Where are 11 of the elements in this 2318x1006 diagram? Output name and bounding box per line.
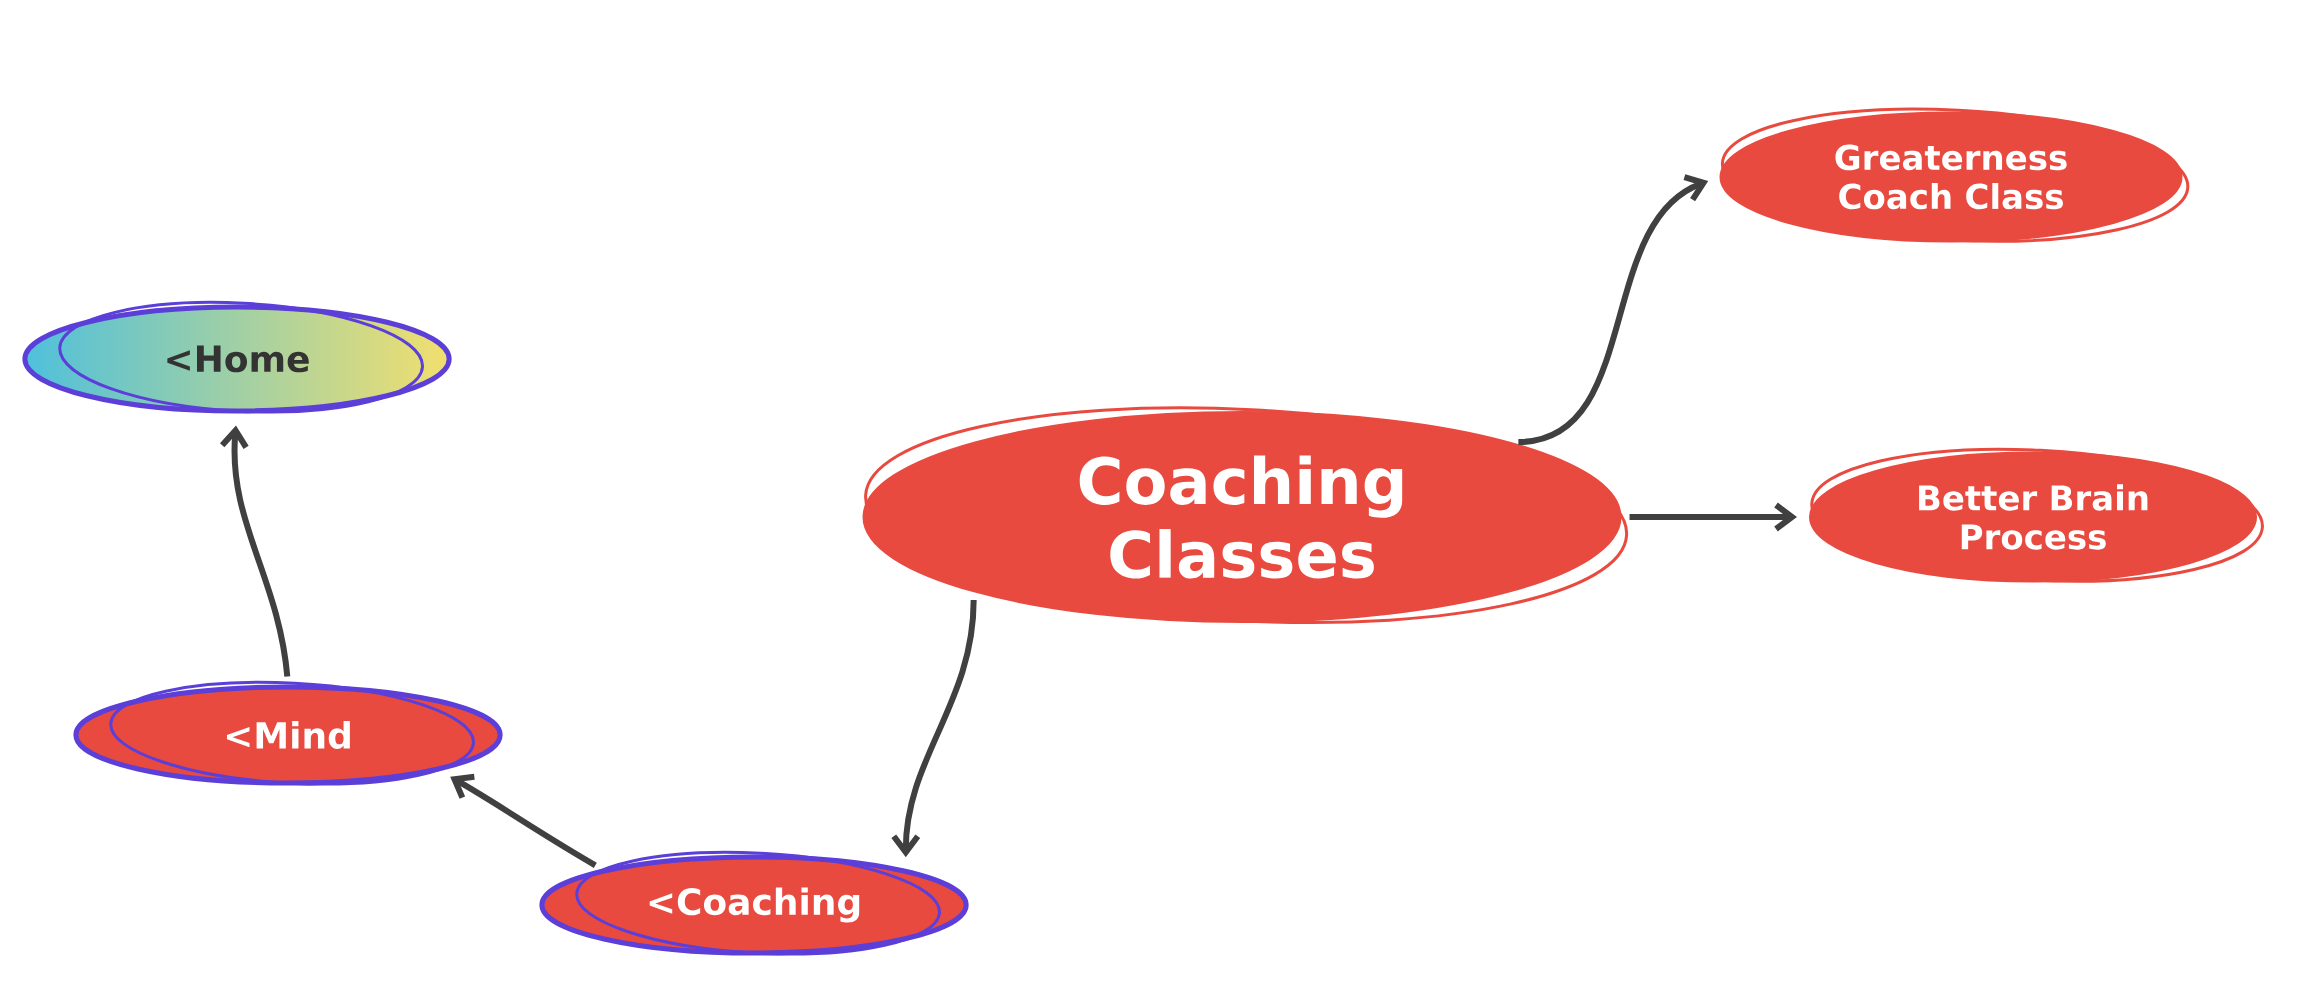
arrow [450,773,597,868]
ellipse-node: <Home [22,301,452,414]
ellipse-node: Coaching Classes [862,406,1629,624]
arrow [891,599,977,858]
ellipse-node: Better Brain Process [1809,447,2264,583]
arrow [1629,502,1797,532]
ellipse-node: <Mind [73,680,503,786]
ellipse-node: <Coaching [539,850,969,956]
ellipse-node: Greaterness Coach Class [1719,107,2190,243]
arrow [219,425,291,677]
arrow [1517,174,1709,445]
